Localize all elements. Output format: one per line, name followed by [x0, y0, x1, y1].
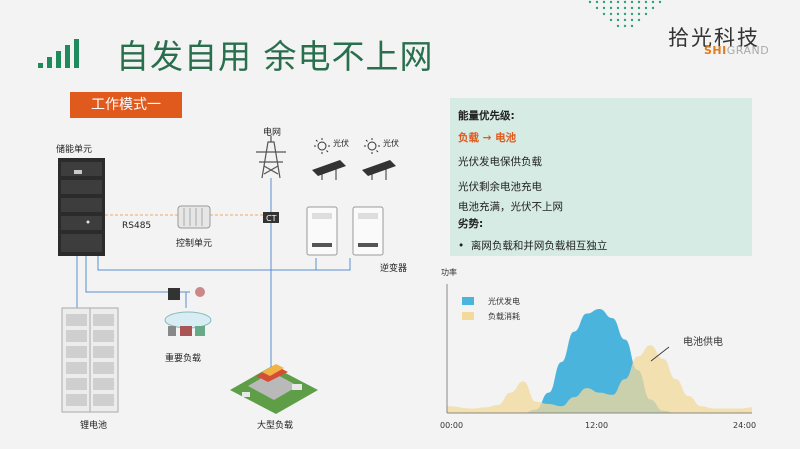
- battery-rack-icon: [61, 307, 119, 413]
- priority-value: 负载 → 电池: [458, 132, 517, 144]
- storage-unit-label: 储能单元: [56, 145, 93, 155]
- storage-cabinet-icon: [58, 158, 105, 256]
- legend-label-pv: 光伏发电: [488, 296, 520, 306]
- ct-box: [263, 212, 279, 223]
- legend-swatch-pv: [462, 297, 474, 305]
- info-box: 能量优先级: 负载 → 电池 光伏发电保供负载 光伏剩余电池充电 电池充满，光伏…: [450, 98, 752, 256]
- info-line-1: 光伏发电保供负载: [458, 156, 542, 168]
- page-title: 自发自用 余电不上网: [116, 37, 434, 76]
- info-line-3: 电池充满，光伏不上网: [458, 201, 563, 213]
- priority-title: 能量优先级:: [458, 110, 515, 122]
- battery-label: 锂电池: [80, 421, 108, 431]
- factory-icon: [230, 364, 318, 414]
- x-tick-0: 00:00: [440, 421, 463, 430]
- area-series-load: [447, 345, 752, 413]
- y-axis-label: 功率: [441, 267, 457, 277]
- pv-label-2: 光伏: [383, 139, 399, 148]
- pv-label-1: 光伏: [333, 139, 349, 148]
- pv-panel-2-icon: [362, 138, 396, 180]
- adv-title: 劣势:: [458, 218, 484, 230]
- inverter-2-icon: [352, 206, 384, 256]
- power-lines: [76, 178, 351, 370]
- rs485-label: RS485: [122, 221, 152, 231]
- important-load-label: 重要负载: [165, 354, 202, 364]
- important-load-icon: [164, 287, 212, 336]
- inverter-label: 逆变器: [380, 264, 408, 274]
- brand-name: 拾光科技: [668, 26, 760, 50]
- controller-icon: [177, 205, 211, 229]
- x-tick-1: 12:00: [585, 421, 608, 430]
- inverter-1-icon: [306, 206, 338, 256]
- annotation-pointer: [650, 346, 670, 362]
- power-tower-icon: [256, 136, 286, 179]
- ct-label: CT: [266, 214, 277, 223]
- x-tick-2: 24:00: [733, 421, 756, 430]
- controller-label: 控制单元: [176, 239, 213, 249]
- adv-item: • 离网负载和并网负载相互独立: [458, 240, 608, 252]
- signal-bars-icon: [38, 38, 80, 68]
- grid-label: 电网: [263, 128, 282, 138]
- legend-label-load: 负载消耗: [488, 311, 520, 321]
- mode-label: 工作模式一: [70, 92, 182, 118]
- info-line-2: 光伏剩余电池充电: [458, 181, 542, 193]
- dot-pattern-icon: [588, 0, 662, 28]
- chart-annotation: 电池供电: [683, 335, 723, 348]
- brand-english: SHIGRAND: [704, 44, 770, 57]
- legend-swatch-load: [462, 312, 474, 320]
- area-series-pv: [447, 309, 752, 413]
- pv-panel-1-icon: [312, 138, 346, 180]
- large-load-label: 大型负载: [257, 421, 294, 431]
